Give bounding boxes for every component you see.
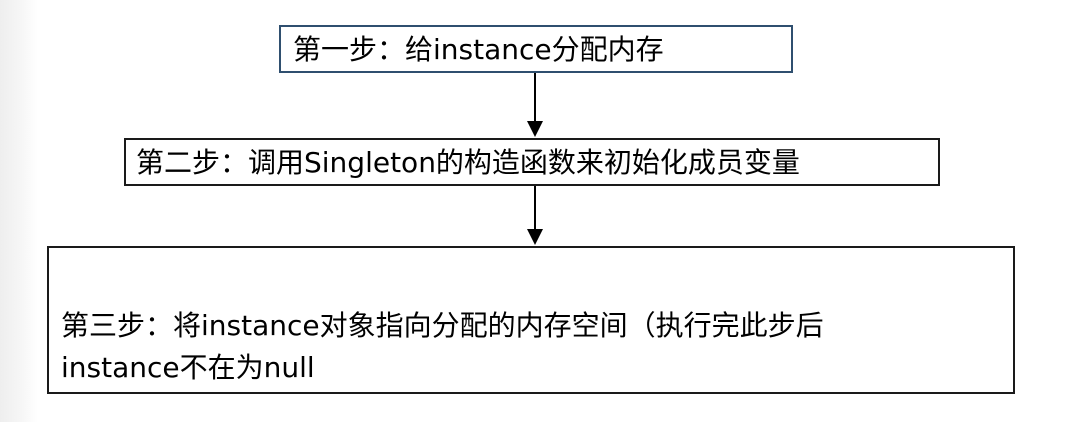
arrow-step1-to-step2 bbox=[527, 73, 543, 137]
step-2-text: 第二步：调用Singleton的构造函数来初始化成员变量 bbox=[136, 146, 800, 179]
step-3-text-line-2: instance不在为null bbox=[61, 351, 315, 384]
left-edge-shadow bbox=[0, 0, 38, 422]
step-1-text: 第一步：给instance分配内存 bbox=[293, 33, 664, 66]
step-2-box: 第二步：调用Singleton的构造函数来初始化成员变量 bbox=[124, 138, 940, 186]
arrow-2-head bbox=[527, 229, 543, 245]
step-1-box: 第一步：给instance分配内存 bbox=[279, 25, 793, 73]
arrow-step2-to-step3 bbox=[527, 186, 543, 245]
step-3-box: 第三步：将instance对象指向分配的内存空间（执行完此步后 instance… bbox=[47, 246, 1015, 394]
arrow-1-head bbox=[527, 121, 543, 137]
step-3-text-line-1: 第三步：将instance对象指向分配的内存空间（执行完此步后 bbox=[61, 309, 824, 342]
